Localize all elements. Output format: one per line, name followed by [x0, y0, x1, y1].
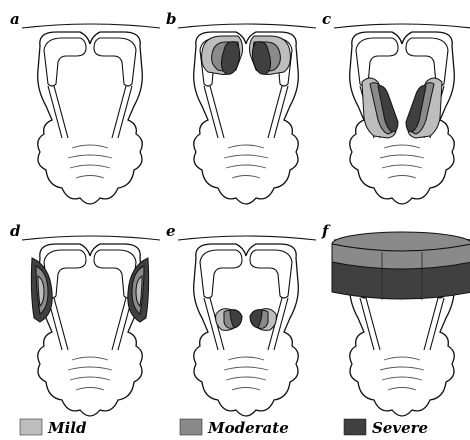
- panel-c: c: [322, 10, 470, 204]
- legend-swatch-mild: [20, 419, 42, 435]
- legend-label-moderate: Moderate: [207, 419, 289, 437]
- panel-e: e: [166, 222, 316, 416]
- panel-label: c: [322, 10, 331, 28]
- panel-f: f: [321, 222, 470, 416]
- panel-a: a: [10, 10, 160, 204]
- legend-label-mild: Mild: [47, 419, 87, 437]
- panel-label: a: [10, 10, 20, 28]
- legend-item-severe: Severe: [344, 419, 428, 437]
- legend: Mild Moderate Severe: [20, 419, 428, 437]
- legend-swatch-moderate: [180, 419, 202, 435]
- panel-label: f: [321, 222, 331, 240]
- panel-label: e: [166, 222, 176, 240]
- legend-item-moderate: Moderate: [180, 419, 289, 437]
- panel-d: d: [10, 222, 160, 416]
- panel-label: b: [166, 10, 177, 28]
- region-band: [332, 232, 470, 300]
- panel-label: d: [10, 222, 21, 240]
- legend-label-severe: Severe: [372, 419, 428, 437]
- legend-swatch-severe: [344, 419, 366, 435]
- region-frontal-left: [202, 36, 243, 75]
- legend-item-mild: Mild: [20, 419, 87, 437]
- panel-b: b: [166, 10, 316, 204]
- region-frontal-right: [250, 36, 291, 75]
